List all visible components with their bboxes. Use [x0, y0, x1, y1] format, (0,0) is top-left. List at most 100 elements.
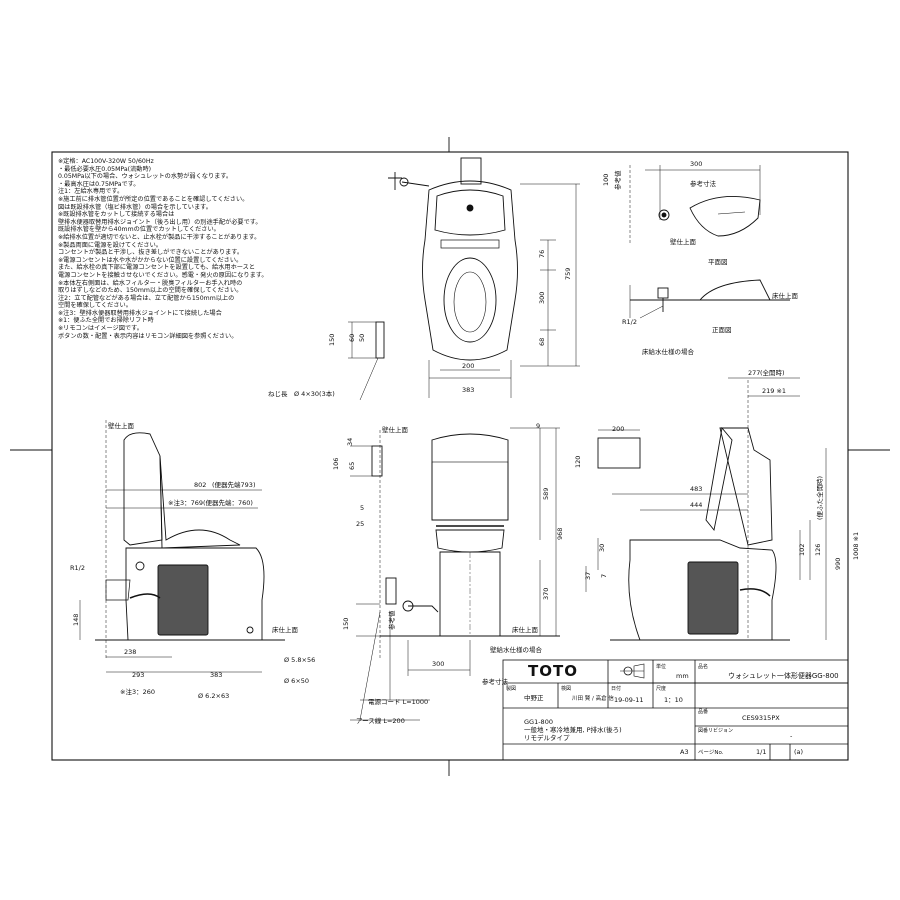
dim-300-front: 300: [432, 660, 444, 668]
note-line: 既設排水管を壁から40mmの位置でカットしてください。: [58, 226, 220, 234]
label-floor-top-side: 床仕上面: [272, 625, 299, 634]
dim-5.8: Ø 5.8×56: [284, 656, 315, 664]
dim-759: 759: [564, 268, 572, 280]
label-earth-wire: アース線 L=200: [356, 716, 405, 725]
dim-300-v: 300: [538, 292, 546, 304]
note-line: 図は既設排水管（塩ビ排水管）の場合を示しています。: [58, 203, 212, 211]
note-line: ※リモコンはイメージ図です。: [58, 325, 143, 333]
right-side-view: [585, 377, 849, 641]
tb-date: 19-09-11: [614, 696, 644, 704]
dim-200-top: 200: [462, 362, 474, 370]
dim-1008: 1008 ※1: [852, 532, 860, 560]
dim-300-top: 300: [690, 160, 702, 168]
label-r12-side: R1/2: [70, 564, 85, 572]
dim-383-top: 383: [462, 386, 474, 394]
dim-102: 102: [798, 544, 806, 556]
dim-589: 589: [542, 488, 550, 500]
floor-supply-detail: [629, 165, 790, 319]
dim-793: (便器先端793): [212, 480, 255, 489]
side-view: [79, 420, 285, 673]
dim-200-right: 200: [612, 425, 624, 433]
dim-383-side: 383: [210, 671, 222, 679]
tb-scale-label: 尺度: [656, 685, 666, 692]
dim-6x50: Ø 6×50: [284, 677, 309, 685]
note-line: コンセントが製品と干渉し、抜き差しができないことがあります。: [58, 249, 244, 257]
note-line: 注2：立て配管などがある場合は、立て配管から150mm以上の: [58, 294, 235, 302]
dim-5: 5: [360, 504, 364, 512]
note-line: ※本体左右側面は、給水フィルター・脱臭フィルターお手入れ時の: [58, 279, 243, 287]
label-floor-top-front: 床仕上面: [512, 625, 539, 634]
note-line: ※注3：壁排水便器取替用排水ジョイントにて接続した場合: [58, 309, 222, 317]
title-block: [502, 659, 849, 761]
dim-293: 293: [132, 671, 144, 679]
dim-277: 277: [748, 369, 760, 377]
label-reference-top: 参考値: [613, 170, 622, 190]
label-wall-supply-case: 壁給水仕様の場合: [490, 645, 543, 654]
tb-desc1: GG1-800: [524, 718, 553, 726]
label-plan-view: 平面図: [708, 258, 728, 266]
label-front-view: 正面図: [712, 326, 732, 334]
tb-product-name: ウォシュレット一体形便器GG-800: [728, 671, 839, 680]
note-line: ※給排水位置が適切でないと、止水栓が製品に干渉することがあります。: [58, 233, 261, 241]
label-lid-open: (便ふた全開時): [815, 476, 824, 520]
dim-30: 30: [598, 544, 606, 552]
tb-drawing-number: CES9315PX: [742, 714, 780, 722]
note-line: ※施工前に排水管位置が所定の位置であることを確認してください。: [58, 195, 249, 203]
dim-76: 76: [538, 250, 546, 258]
dim-219: 219 ※1: [762, 387, 786, 395]
tb-desc3: リモデルタイプ: [524, 733, 570, 742]
note-line: ボタンの数・配置・表示内容はリモコン詳細図を参照ください。: [58, 332, 238, 340]
note-line: ※定格：AC100V-320W 50/60Hz: [58, 158, 154, 165]
note3-293: ※注3：260: [120, 687, 155, 696]
tb-mark: (a): [794, 748, 803, 756]
dim-6.2: Ø 6.2×63: [198, 692, 229, 700]
dim-100-top: 100: [602, 174, 610, 186]
brand-logo: TOTO: [528, 662, 578, 680]
spec-notes: ※定格：AC100V-320W 50/60Hz ・最低必要水圧0.05MPa(流…: [58, 158, 358, 340]
tb-paper: A3: [680, 748, 689, 756]
tb-page: 1/1: [756, 748, 766, 756]
label-floor-supply-case: 床給水仕様の場合: [642, 347, 695, 356]
dim-444: 444: [690, 501, 702, 509]
note3-802: ※注3：769(便器先端：760): [168, 498, 253, 507]
dim-802: 802: [194, 481, 206, 489]
dim-150-front: 150: [342, 618, 350, 630]
note-line: ※電源コンセントは水や水がかからない位置に設置してください。: [58, 256, 243, 264]
note-line: 壁排水便器取替用排水ジョイント（後ろ出し用）の別途手配が必要です。: [58, 218, 262, 226]
label-floor-top-1: 床仕上面: [772, 291, 799, 300]
label-r12-top: R1/2: [622, 318, 637, 326]
tb-date-label: 日付: [611, 685, 621, 692]
note-line: 取りはずしなどのため、150mm以上の空間を確保してください。: [58, 287, 243, 295]
dim-9: 9: [536, 422, 540, 430]
note-line: 空間を確保してください。: [58, 302, 132, 310]
label-reference-dim-front: 参考寸法: [482, 677, 509, 686]
dim-148: 148: [72, 614, 80, 626]
note-line: また、給水栓の真下部に電源コンセントを設置しても、給水用ホースと: [58, 264, 256, 272]
dim-990: 990: [834, 558, 842, 570]
dim-126: 126: [814, 544, 822, 556]
note-line: ※製品両面に電源を設けてください。: [58, 241, 162, 249]
tb-revision-label: 図番リビジョン: [698, 727, 733, 734]
dim-150-remote: 150: [328, 334, 336, 346]
tb-name-label: 品名: [698, 663, 708, 670]
dim-483: 483: [690, 485, 702, 493]
note-line: ※1：便ふた全開でお掃除リフト時: [58, 317, 154, 325]
tb-number-label: 品番: [698, 708, 708, 715]
tb-checkers: 川田 賢 / 高倉 信: [572, 694, 614, 702]
dim-25: 25: [356, 520, 364, 528]
dim-106: 106: [332, 458, 340, 470]
tb-desc2: 一般地・寒冷地兼用, P排水(後ろ): [524, 725, 622, 734]
dim-34: 34: [346, 438, 354, 446]
dim-65: 65: [348, 462, 356, 470]
label-full-open: (全開時): [760, 368, 785, 377]
label-wall-top-front: 壁仕上面: [382, 425, 409, 434]
tb-unit: mm: [676, 672, 689, 680]
note-line: 0.05MPa以下の場合、ウォシュレットの水勢が弱くなります。: [58, 173, 233, 181]
label-wall-top-1: 壁仕上面: [670, 237, 697, 246]
tb-drafter: 中野正: [524, 693, 544, 702]
label-power-cord: 電源コード L=1000: [368, 697, 428, 706]
top-view: [348, 157, 580, 401]
label-wall-top-side: 壁仕上面: [108, 421, 135, 430]
note-line: 注1：左給水専用です。: [58, 188, 124, 196]
